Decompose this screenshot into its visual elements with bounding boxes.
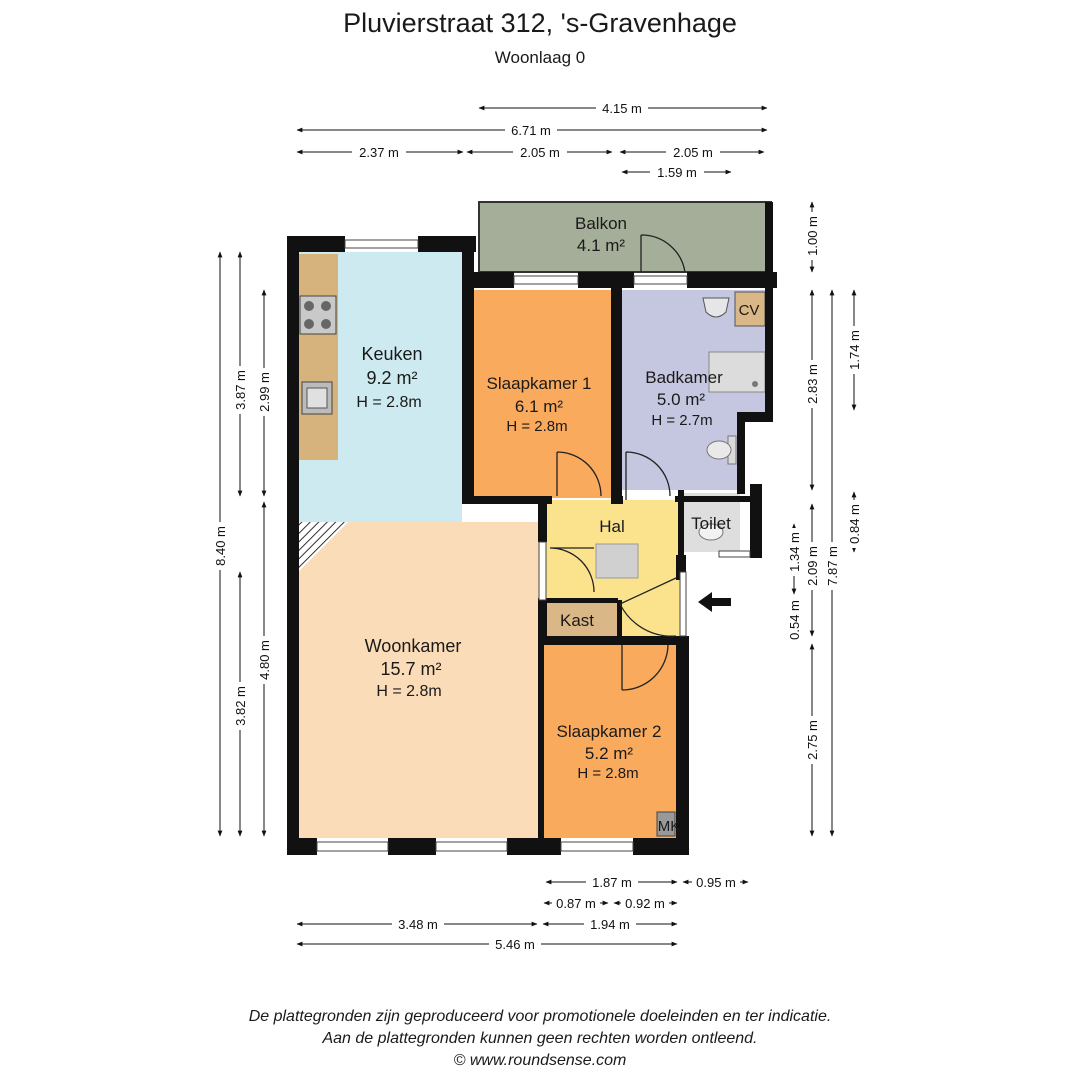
badkamer-name: Badkamer	[645, 368, 723, 387]
slaapkamer2-floor	[543, 645, 676, 838]
kast-floor	[545, 603, 617, 636]
keuken-height: H = 2.8m	[356, 394, 421, 411]
disclaimer-line-2: Aan de plattegronden kunnen geen rechten…	[322, 1030, 758, 1047]
dim-bottom-3-48: 3.48 m	[398, 917, 438, 932]
floor-plan: Balkon 4.1 m² Keuken 9.2 m² H = 2.8m Sla…	[211, 100, 863, 952]
slaapkamer1-height: H = 2.8m	[506, 418, 567, 435]
shower-icon	[708, 351, 766, 393]
dim-right-2-75: 2.75 m	[805, 720, 820, 760]
washbasin-icon	[702, 297, 730, 318]
balkon-area: 4.1 m²	[577, 236, 626, 255]
dim-top-2-05b: 2.05 m	[673, 145, 713, 160]
dim-top-2-05a: 2.05 m	[520, 145, 560, 160]
dim-left-4-80: 4.80 m	[257, 640, 272, 680]
wc-toilet-icon	[698, 523, 724, 541]
keuken-area: 9.2 m²	[366, 368, 417, 388]
kast-name: Kast	[560, 611, 594, 630]
dim-right-7-87: 7.87 m	[825, 546, 840, 586]
hatch-corner	[298, 522, 348, 572]
dim-left-2-99: 2.99 m	[257, 372, 272, 412]
balkon-floor	[478, 201, 772, 273]
dim-bottom-1-94: 1.94 m	[590, 917, 630, 932]
toilet-name: Toilet	[691, 514, 731, 533]
dim-right-1-74: 1.74 m	[847, 330, 862, 370]
hal-mat	[595, 543, 639, 579]
toilet-bowl-icon	[706, 435, 737, 465]
disclaimer: De plattegronden zijn geproduceerd voor …	[0, 1006, 1080, 1072]
balkon-name: Balkon	[575, 214, 627, 233]
dim-bottom-0-87: 0.87 m	[556, 896, 596, 911]
dim-right-0-54: 0.54 m	[787, 600, 802, 640]
dim-top-1-59: 1.59 m	[657, 165, 697, 180]
slaapkamer1-area: 6.1 m²	[515, 397, 564, 416]
dim-bottom-1-87: 1.87 m	[592, 875, 632, 890]
slaapkamer1-name: Slaapkamer 1	[487, 374, 592, 393]
woonkamer-area: 15.7 m²	[380, 659, 441, 679]
sink-icon	[301, 381, 333, 415]
copyright-link[interactable]: © www.roundsense.com	[453, 1052, 627, 1069]
slaapkamer2-height: H = 2.8m	[577, 765, 638, 782]
windows	[316, 239, 751, 852]
disclaimer-line-1: De plattegronden zijn geproduceerd voor …	[248, 1008, 832, 1025]
dim-left-3-82: 3.82 m	[233, 686, 248, 726]
dim-right-1-34: 1.34 m	[787, 532, 802, 572]
woonkamer-floor	[298, 522, 540, 838]
badkamer-area: 5.0 m²	[657, 390, 706, 409]
dim-right-1-00: 1.00 m	[805, 216, 820, 256]
walls	[287, 202, 777, 855]
woonkamer-name: Woonkamer	[365, 636, 462, 656]
dim-left-3-87: 3.87 m	[233, 370, 248, 410]
keuken-name: Keuken	[361, 344, 422, 364]
woonkamer-height: H = 2.8m	[376, 683, 441, 700]
hal-name: Hal	[599, 517, 625, 536]
dim-top-2-37: 2.37 m	[359, 145, 399, 160]
kitchen-counter	[298, 254, 338, 460]
badkamer-height: H = 2.7m	[651, 412, 712, 429]
dim-right-2-83: 2.83 m	[805, 364, 820, 404]
mk-label: MK	[658, 818, 681, 835]
dim-top-6-71: 6.71 m	[511, 123, 551, 138]
stove-icon	[299, 295, 337, 335]
dimension-labels: 4.15 m 6.71 m 2.37 m 2.05 m 2.05 m 1.59 …	[211, 100, 863, 952]
dim-bottom-0-95: 0.95 m	[696, 875, 736, 890]
slaapkamer2-area: 5.2 m²	[585, 744, 634, 763]
slaapkamer2-name: Slaapkamer 2	[557, 722, 662, 741]
cv-label: CV	[739, 302, 760, 319]
mk-closet	[656, 811, 676, 837]
dim-left-8-40: 8.40 m	[213, 526, 228, 566]
dim-right-0-84: 0.84 m	[847, 504, 862, 544]
dim-bottom-0-92: 0.92 m	[625, 896, 665, 911]
entrance-arrow-icon	[698, 592, 731, 612]
page-title: Pluvierstraat 312, 's-Gravenhage	[343, 8, 737, 38]
dim-bottom-5-46: 5.46 m	[495, 937, 535, 952]
doors	[549, 234, 686, 691]
page-subtitle: Woonlaag 0	[494, 48, 586, 67]
room-labels: Balkon 4.1 m² Keuken 9.2 m² H = 2.8m Sla…	[356, 214, 759, 835]
dim-right-2-09: 2.09 m	[805, 546, 820, 586]
toilet-floor	[683, 493, 740, 552]
dim-top-4-15: 4.15 m	[602, 101, 642, 116]
